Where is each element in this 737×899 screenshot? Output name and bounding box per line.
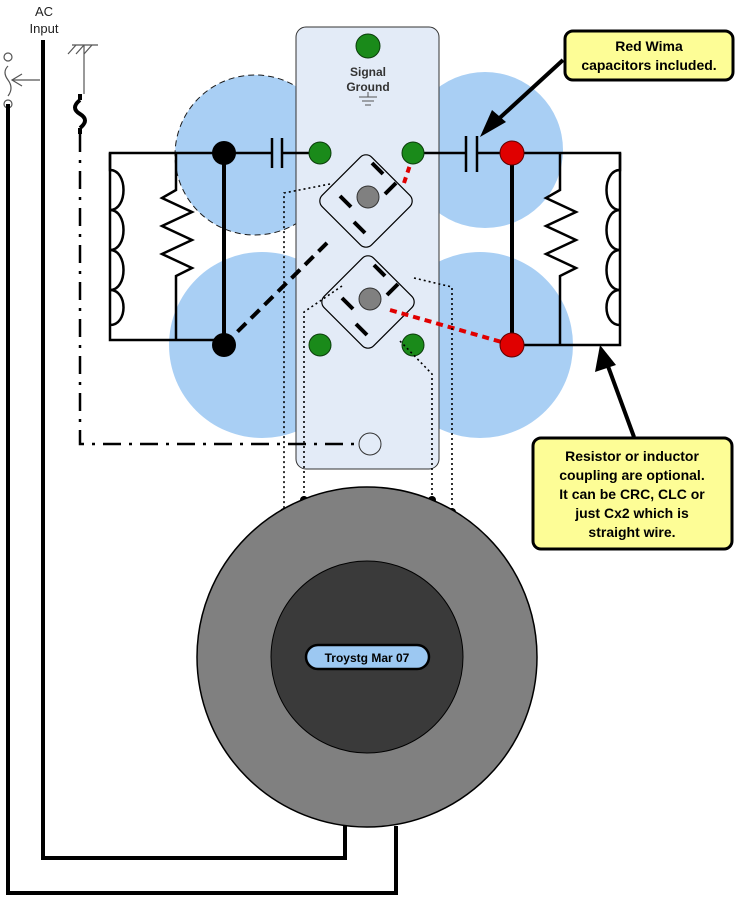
signal-ground-label-line1: Signal	[350, 65, 386, 79]
right-inductor-icon	[605, 153, 622, 327]
terminal-green-left-bottom	[308, 333, 332, 357]
bridge-rectifier-bottom	[321, 255, 415, 349]
bridge-rectifier-top	[319, 154, 413, 248]
fuse-icon	[73, 94, 87, 134]
callout-coupling-line1: Resistor or inductor	[565, 448, 699, 464]
terminal-red-top	[499, 140, 525, 166]
ac-wire-outer	[6, 104, 398, 895]
terminal-green-right-top	[401, 141, 425, 165]
ground-terminal	[358, 432, 382, 456]
left-node-top	[212, 141, 236, 165]
left-inductor-icon	[108, 153, 125, 327]
capacitor-top-right	[407, 72, 563, 228]
secondary-leads	[283, 183, 453, 512]
left-resistor-icon	[159, 153, 195, 340]
terminal-signal-ground	[355, 33, 381, 59]
terminal-green-right-bottom	[401, 333, 425, 357]
callout-coupling-line3: It can be CRC, CLC or	[559, 486, 705, 502]
circuit-board-panel	[295, 26, 440, 470]
ac-input-label-line1: AC	[35, 4, 53, 19]
ac-wire-inner	[41, 40, 347, 860]
ground-wire-dashed	[78, 134, 358, 446]
red-dashed-link-bottom	[389, 308, 513, 347]
ac-input-label-line2: Input	[30, 21, 59, 36]
transformer-label: Troystg Mar 07	[325, 651, 410, 665]
callout-capacitors: Red Wima capacitors included.	[480, 29, 735, 137]
right-resistor-icon	[543, 153, 579, 345]
left-dashed-link	[222, 238, 332, 347]
right-coupling	[512, 151, 622, 347]
callout-coupling-line2: coupling are optional.	[559, 467, 704, 483]
signal-ground-icon	[359, 92, 377, 106]
transformer-label-box	[304, 643, 431, 671]
power-switch-icon	[3, 52, 40, 109]
left-coupling	[108, 151, 224, 342]
terminal-red-bottom	[499, 332, 525, 358]
callout-coupling-line4: just Cx2 which is	[574, 505, 689, 521]
signal-ground-label-line2: Ground	[346, 80, 389, 94]
callout-capacitors-line1: Red Wima	[615, 38, 683, 54]
terminal-green-left-top	[308, 141, 332, 165]
callout-capacitors-line2: capacitors included.	[581, 57, 716, 73]
callout-coupling-line5: straight wire.	[588, 524, 675, 540]
left-top-rail	[108, 151, 224, 342]
chassis-ground-icon	[67, 44, 98, 94]
callout-coupling: Resistor or inductor coupling are option…	[531, 345, 734, 551]
ac-input: AC Input	[3, 4, 398, 895]
